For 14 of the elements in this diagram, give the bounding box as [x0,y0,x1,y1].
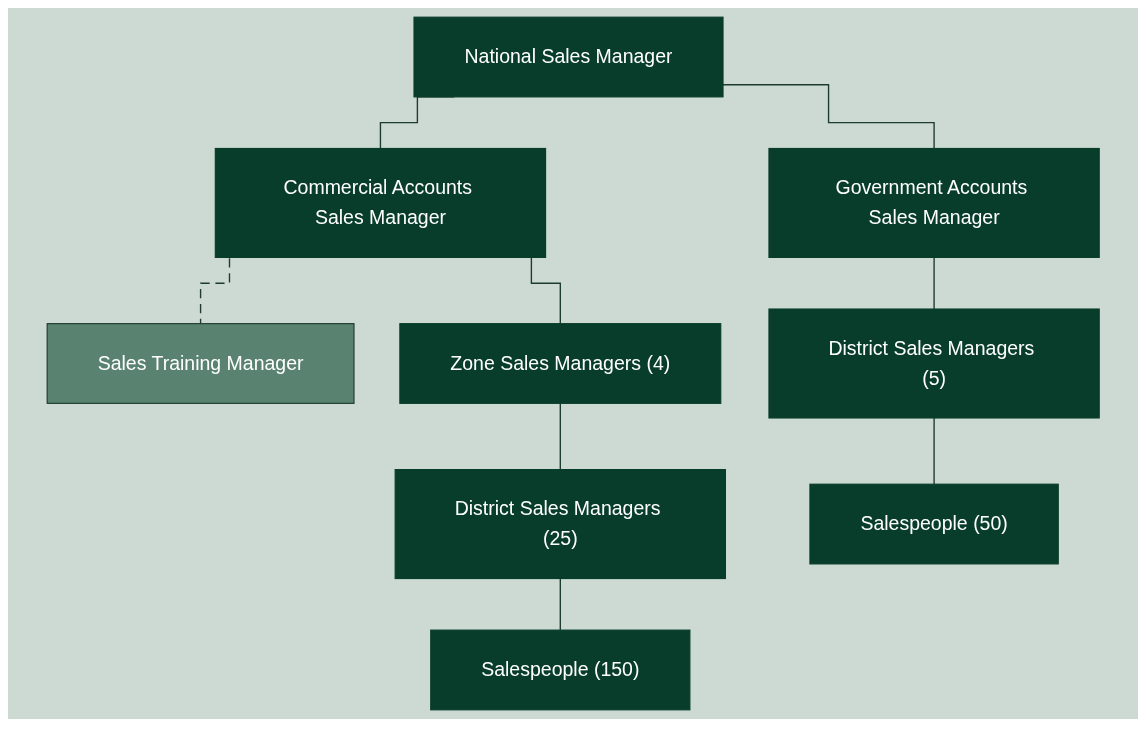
connector [722,84,935,150]
node-box: Commercial Accounts Sales Manager [214,147,546,258]
node-box: Government Accounts Sales Manager [768,147,1100,258]
connector [559,577,561,631]
node-box: Salespeople (150) [429,629,691,711]
node-box: District Sales Managers (25) [394,469,726,580]
connector [933,256,935,310]
node-box: Zone Sales Managers (4) [399,323,722,404]
connector [559,402,561,471]
node-box: Salespeople (50) [809,483,1059,565]
node-box: National Sales Manager [413,16,724,98]
node-box: Sales Training Manager [46,323,355,404]
node-box: District Sales Managers (5) [768,308,1100,419]
connector [933,417,935,485]
